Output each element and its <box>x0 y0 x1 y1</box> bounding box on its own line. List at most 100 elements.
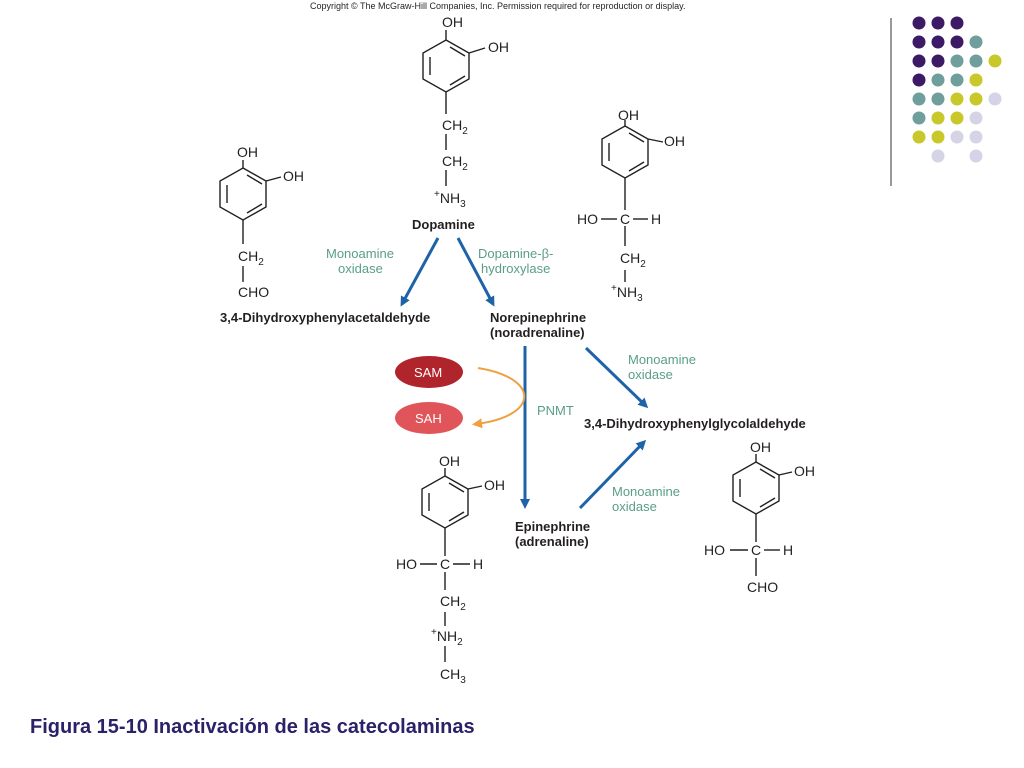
atom-label: OH <box>664 133 685 149</box>
atom-label: OH <box>442 14 463 30</box>
decorative-dot <box>988 54 1002 68</box>
atom-subscript: 2 <box>640 259 646 270</box>
atom-label: CH <box>442 153 462 169</box>
atom-label: CHO <box>747 579 778 595</box>
atom-label: OH <box>794 463 815 479</box>
decorative-dot <box>931 54 945 68</box>
decorative-dot <box>912 54 926 68</box>
decorative-dot <box>950 16 964 30</box>
decorative-dot <box>969 130 983 144</box>
decorative-dot <box>931 111 945 125</box>
atom-label: NH <box>437 628 457 644</box>
enzyme-label-mao-3: oxidase <box>612 499 657 514</box>
enzyme-label-pnmt: PNMT <box>537 403 574 418</box>
atom-label: OH <box>750 439 771 455</box>
decorative-dot <box>931 149 945 163</box>
sam-label: SAM <box>414 365 442 380</box>
atom-label: OH <box>237 144 258 160</box>
sah-label: SAH <box>415 411 442 426</box>
decorative-dot <box>931 92 945 106</box>
decorative-dot <box>950 130 964 144</box>
atom-subscript: 2 <box>462 162 468 173</box>
svg-text:CH2: CH2 <box>238 248 264 268</box>
decorative-dot <box>931 35 945 49</box>
decorative-dot <box>931 73 945 87</box>
atom-subscript: 3 <box>460 675 466 686</box>
decorative-dot <box>969 73 983 87</box>
compound-label-norepinephrine: Norepinephrine <box>490 310 586 325</box>
atom-subscript: 3 <box>637 293 643 304</box>
atom-subscript: 2 <box>460 602 466 613</box>
atom-charge: + <box>434 189 440 200</box>
enzyme-label-dbh: Dopamine-β- <box>478 246 553 261</box>
atom-label: HO <box>396 556 417 572</box>
arrow-epinephrine-to-dopegal <box>578 439 647 510</box>
norepinephrine-structure: OH OH HO C H CH2 +NH3 <box>577 107 685 304</box>
epinephrine-structure: OH OH HO C H CH2 +NH2 CH3 <box>396 453 505 686</box>
atom-label: HO <box>704 542 725 558</box>
decorative-dot <box>950 73 964 87</box>
atom-label: H <box>783 542 793 558</box>
svg-text:+NH2: +NH2 <box>431 627 463 648</box>
enzyme-label-mao-3: Monoamine <box>612 484 680 499</box>
decorative-dot <box>912 92 926 106</box>
decorative-dot <box>969 149 983 163</box>
svg-text:CH2: CH2 <box>442 117 468 137</box>
atom-label: C <box>620 211 630 227</box>
decorative-dot <box>950 92 964 106</box>
decorative-dot <box>912 73 926 87</box>
atom-subscript: 2 <box>258 257 264 268</box>
svg-text:+NH3: +NH3 <box>434 189 466 210</box>
dopamine-structure: OH OH CH2 CH2 +NH3 <box>422 14 509 210</box>
compound-label-dopal: 3,4-Dihydroxyphenylacetaldehyde <box>220 310 430 325</box>
enzyme-label-dbh: hydroxylase <box>481 261 550 276</box>
decorative-dot <box>931 130 945 144</box>
svg-text:+NH3: +NH3 <box>611 283 643 304</box>
atom-label: CH <box>442 117 462 133</box>
atom-label: CH <box>238 248 258 264</box>
decorative-dot <box>969 35 983 49</box>
enzyme-label-mao-1: oxidase <box>338 261 383 276</box>
decorative-dot <box>912 130 926 144</box>
atom-subscript: 2 <box>457 637 463 648</box>
compound-label-noradrenaline: (noradrenaline) <box>490 325 585 340</box>
atom-label: OH <box>488 39 509 55</box>
decorative-dot <box>912 111 926 125</box>
enzyme-label-mao-2: oxidase <box>628 367 673 382</box>
decorative-dot <box>969 54 983 68</box>
svg-text:CH2: CH2 <box>442 153 468 173</box>
atom-subscript: 2 <box>462 126 468 137</box>
compound-label-adrenaline: (adrenaline) <box>515 534 589 549</box>
decorative-dot <box>988 92 1002 106</box>
svg-text:CH2: CH2 <box>440 593 466 613</box>
atom-label: OH <box>439 453 460 469</box>
atom-label: CHO <box>238 284 269 300</box>
decorative-dot <box>912 35 926 49</box>
svg-text:CH2: CH2 <box>620 250 646 270</box>
atom-label: H <box>473 556 483 572</box>
atom-label: C <box>440 556 450 572</box>
dopegal-structure: OH OH HO C H CHO <box>704 439 815 595</box>
atom-label: C <box>751 542 761 558</box>
arrow-dopamine-to-dopal <box>400 237 440 307</box>
atom-label: NH <box>440 190 460 206</box>
arrow-dopamine-to-norepinephrine <box>456 237 495 307</box>
atom-label: H <box>651 211 661 227</box>
sam-pill <box>395 356 463 388</box>
decorative-dot <box>950 35 964 49</box>
atom-label: NH <box>617 284 637 300</box>
atom-label: OH <box>484 477 505 493</box>
copyright-notice: Copyright © The McGraw-Hill Companies, I… <box>310 1 685 11</box>
svg-text:CH3: CH3 <box>440 666 466 686</box>
decorative-dot <box>950 111 964 125</box>
compound-label-dopegal: 3,4-Dihydroxyphenylglycolaldehyde <box>584 416 806 431</box>
atom-label: HO <box>577 211 598 227</box>
compound-label-epinephrine: Epinephrine <box>515 519 590 534</box>
figure-caption: Figura 15-10 Inactivación de las catecol… <box>30 716 475 738</box>
decorative-dot-grid <box>912 16 1002 163</box>
decorative-dot <box>912 16 926 30</box>
arrow-norepinephrine-to-dopegal <box>584 346 649 409</box>
sah-pill <box>395 402 463 434</box>
atom-charge: + <box>611 283 617 294</box>
